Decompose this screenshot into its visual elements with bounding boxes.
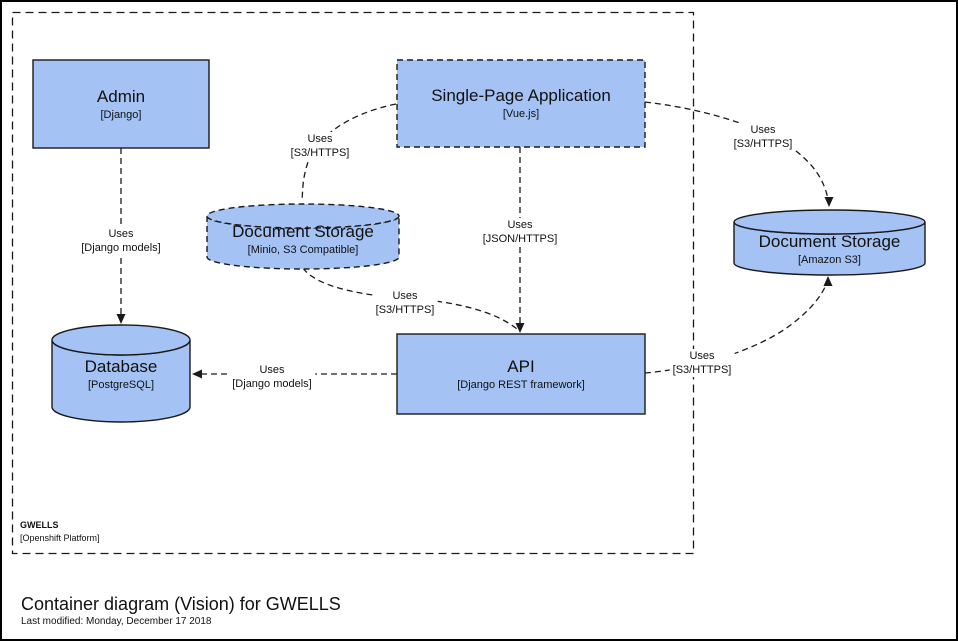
relationship-spa-s3-technology: [S3/HTTPS] (733, 138, 793, 150)
relationship-spa-minio-technology: [S3/HTTPS] (290, 147, 350, 159)
doc-storage-minio-cylinder-top (206, 203, 400, 229)
relationship-label-spa-s3: Uses [S3/HTTPS] (730, 123, 796, 151)
arrow-minio-to-api (302, 267, 518, 330)
relationship-spa-minio-verb: Uses (307, 133, 333, 145)
gwells-boundary-outline (11, 11, 695, 555)
relationship-admin-database-verb: Uses (108, 228, 134, 240)
relationship-api-s3-technology: [S3/HTTPS] (672, 364, 732, 376)
relationship-label-spa-api: Uses [JSON/HTTPS] (479, 218, 561, 246)
relationship-spa-s3-verb: Uses (750, 124, 776, 136)
relationship-label-api-database: Uses [Django models] (229, 363, 315, 391)
doc-storage-s3-cylinder-top (733, 209, 926, 235)
relationship-label-minio-api: Uses [S3/HTTPS] (372, 289, 438, 317)
database-cylinder-top (51, 324, 191, 356)
arrow-spa-to-minio (301, 103, 397, 201)
gwells-boundary-technology: [Openshift Platform] (20, 533, 100, 543)
relationship-api-database-verb: Uses (259, 364, 285, 376)
arrowhead-api-to-database (192, 369, 202, 379)
arrowhead-spa-to-api (515, 323, 525, 333)
arrowhead-spa-to-s3 (824, 197, 834, 207)
arrowhead-admin-to-database (116, 314, 126, 324)
relationship-label-api-s3: Uses [S3/HTTPS] (669, 349, 735, 377)
api-box-shape (396, 333, 646, 415)
spa-box-shape (396, 59, 646, 148)
arrowhead-api-to-s3 (823, 276, 833, 286)
relationship-label-spa-minio: Uses [S3/HTTPS] (287, 132, 353, 160)
admin-box-shape (32, 59, 210, 149)
gwells-boundary-name: GWELLS (20, 520, 59, 530)
gwells-boundary-label: GWELLS [Openshift Platform] (20, 519, 100, 545)
relationship-api-database-technology: [Django models] (232, 378, 312, 390)
diagram-last-modified: Last modified: Monday, December 17 2018 (21, 616, 212, 627)
arrow-api-to-s3 (644, 284, 827, 374)
diagram-title: Container diagram (Vision) for GWELLS (21, 594, 341, 614)
relationship-minio-api-verb: Uses (392, 290, 418, 302)
relationship-admin-database-technology: [Django models] (81, 242, 161, 254)
relationship-api-s3-verb: Uses (689, 350, 715, 362)
relationship-spa-api-verb: Uses (507, 219, 533, 231)
relationship-label-admin-database: Uses [Django models] (78, 227, 164, 255)
relationship-spa-api-technology: [JSON/HTTPS] (482, 233, 558, 245)
relationship-minio-api-technology: [S3/HTTPS] (375, 304, 435, 316)
